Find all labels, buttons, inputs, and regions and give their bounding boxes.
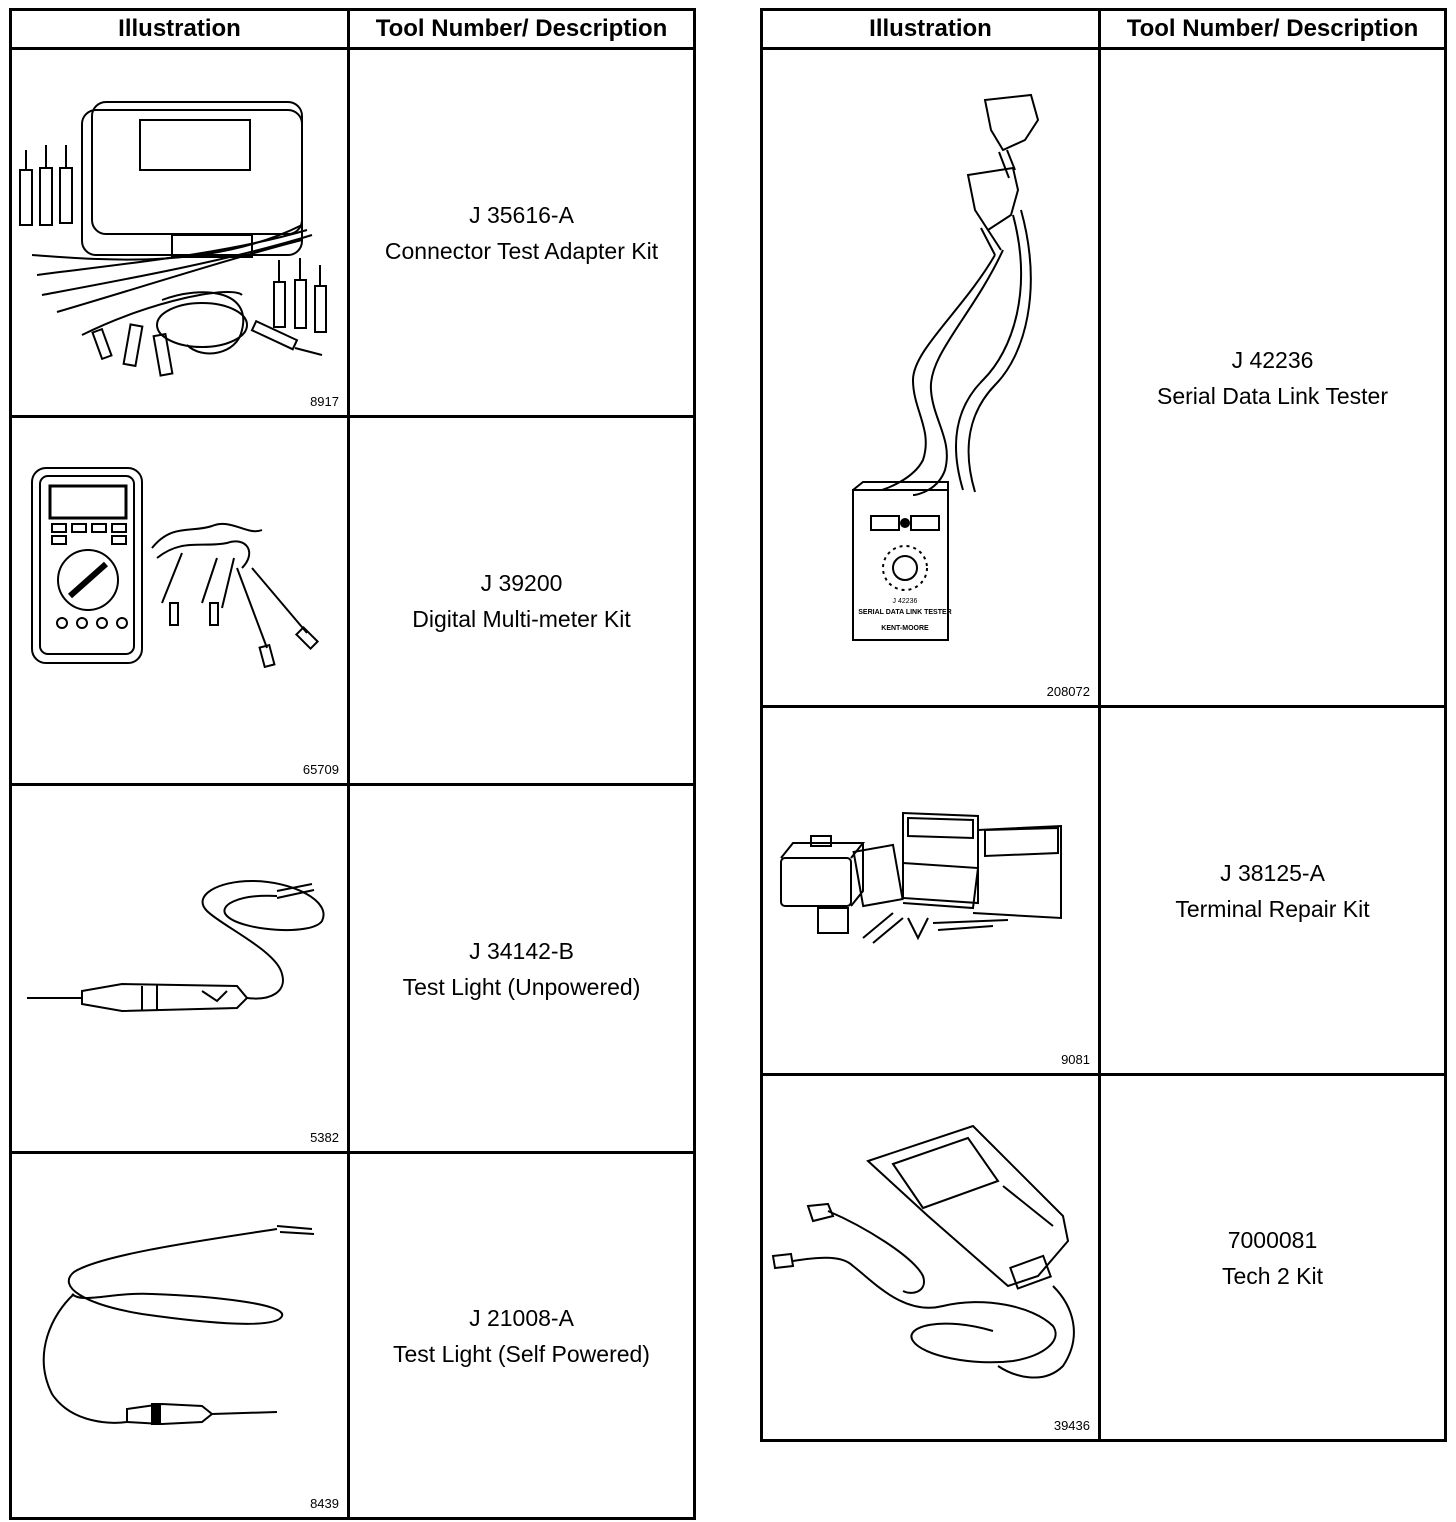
tool-description: Digital Multi-meter Kit [412,605,631,632]
tool-description: Terminal Repair Kit [1175,895,1370,922]
test-light-unpowered-drawing [27,879,325,1013]
illustration-cell: 5382 [9,783,350,1154]
table-row: J 42236 SERIAL DATA LINK TESTER KENT-MOO… [760,47,1447,708]
tool-number: J 39200 [480,569,563,596]
tool-number: J 35616-A [469,201,574,228]
tool-description: Serial Data Link Tester [1157,382,1388,409]
description-cell: J 34142-B Test Light (Unpowered) [347,783,696,1154]
device-text: SERIAL DATA LINK TESTER [858,609,951,616]
connector-test-adapter-kit-drawing [19,101,327,377]
description-cell: J 21008-A Test Light (Self Powered) [347,1151,696,1520]
device-brand: KENT-MOORE [881,625,929,632]
tool-table-left: Illustration Tool Number/ Description [9,8,696,1520]
description-cell: J 38125-A Terminal Repair Kit [1098,705,1447,1076]
figure-number: 65709 [302,762,339,777]
illustration-cell: 8917 [9,47,350,418]
header-illustration: Illustration [760,8,1101,50]
header-description: Tool Number/ Description [347,8,696,50]
tool-description: Test Light (Self Powered) [393,1340,650,1367]
table-row: 39436 7000081 Tech 2 Kit [760,1073,1447,1442]
figure-number: 39436 [1053,1418,1090,1433]
illustration-cell: 65709 [9,415,350,786]
description-cell: J 35616-A Connector Test Adapter Kit [347,47,696,418]
description-cell: J 42236 Serial Data Link Tester [1098,47,1447,708]
table-row: 65709 J 39200 Digital Multi-meter Kit [9,415,696,786]
tool-description: Test Light (Unpowered) [402,973,641,1000]
tool-table-right: Illustration Tool Number/ Description [760,8,1447,1442]
table-row: 8439 J 21008-A Test Light (Self Powered) [9,1151,696,1520]
serial-data-link-tester-drawing: J 42236 SERIAL DATA LINK TESTER KENT-MOO… [852,93,1040,641]
tool-number: J 38125-A [1220,859,1325,886]
digital-multimeter-drawing [31,467,320,669]
table-row: 5382 J 34142-B Test Light (Unpowered) [9,783,696,1154]
figure-number: 208072 [1046,684,1090,699]
tool-number: J 42236 [1231,346,1314,373]
header-description: Tool Number/ Description [1098,8,1447,50]
figure-number: 5382 [310,1130,339,1145]
figure-number: 9081 [1061,1052,1090,1067]
device-label: J 42236 [893,598,918,605]
tool-number: J 34142-B [469,937,574,964]
illustration-cell: 8439 [9,1151,350,1520]
illustration-cell: 39436 [760,1073,1101,1442]
illustration-cell: J 42236 SERIAL DATA LINK TESTER KENT-MOO… [760,47,1101,708]
table-row: 8917 J 35616-A Connector Test Adapter Ki… [9,47,696,418]
tool-description: Tech 2 Kit [1222,1262,1323,1289]
tool-description: Connector Test Adapter Kit [384,237,659,264]
test-light-self-powered-drawing [42,1225,315,1426]
terminal-repair-kit-drawing [780,811,1062,944]
description-cell: 7000081 Tech 2 Kit [1098,1073,1447,1442]
figure-number: 8439 [310,1496,339,1511]
figure-number: 8917 [310,394,339,409]
tech-2-kit-drawing [771,1124,1075,1379]
illustration-cell: 9081 [760,705,1101,1076]
tool-number: 7000081 [1227,1226,1318,1253]
header-illustration: Illustration [9,8,350,50]
description-cell: J 39200 Digital Multi-meter Kit [347,415,696,786]
tool-number: J 21008-A [469,1304,574,1331]
table-row: 9081 J 38125-A Terminal Repair Kit [760,705,1447,1076]
